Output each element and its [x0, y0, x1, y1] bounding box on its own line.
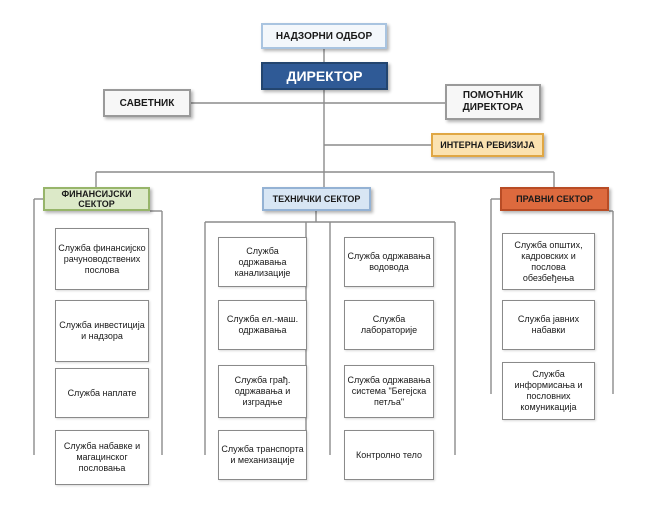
technical-unit-box: Контролно тело [344, 430, 434, 480]
legal-sector-box: ПРАВНИ СЕКТОР [500, 187, 609, 211]
internal-audit-box: ИНТЕРНА РЕВИЗИЈА [431, 133, 544, 157]
finance-unit-box: Служба финансијско рачуноводствених посл… [55, 228, 149, 290]
finance-unit-box: Служба наплате [55, 368, 149, 418]
finance-sector-box: ФИНАНСИЈСКИ СЕКТОР [43, 187, 150, 211]
director-box: ДИРЕКТОР [261, 62, 388, 90]
technical-sector-box: ТЕХНИЧКИ СЕКТОР [262, 187, 371, 211]
legal-unit-box: Служба општих, кадровских и послова обез… [502, 233, 595, 290]
technical-unit-box: Служба грађ. одржавања и изградње [218, 365, 307, 418]
supervisory-board-box: НАДЗОРНИ ОДБОР [261, 23, 387, 49]
technical-unit-box: Служба ел.-маш. одржавања [218, 300, 307, 350]
technical-unit-box: Служба одржавања водовода [344, 237, 434, 287]
assistant-director-box: ПОМОЋНИК ДИРЕКТОРА [445, 84, 541, 120]
finance-unit-box: Служба инвестиција и надзора [55, 300, 149, 362]
advisor-box: САВЕТНИК [103, 89, 191, 117]
technical-unit-box: Служба транспорта и механизације [218, 430, 307, 480]
legal-unit-box: Служба јавних набавки [502, 300, 595, 350]
finance-unit-box: Служба набавке и магацинског пословања [55, 430, 149, 485]
technical-unit-box: Служба одржавања система "Бегејска петља… [344, 365, 434, 418]
legal-unit-box: Служба информисања и пословних комуникац… [502, 362, 595, 420]
technical-unit-box: Служба одржавања канализације [218, 237, 307, 287]
technical-unit-box: Служба лабораторије [344, 300, 434, 350]
